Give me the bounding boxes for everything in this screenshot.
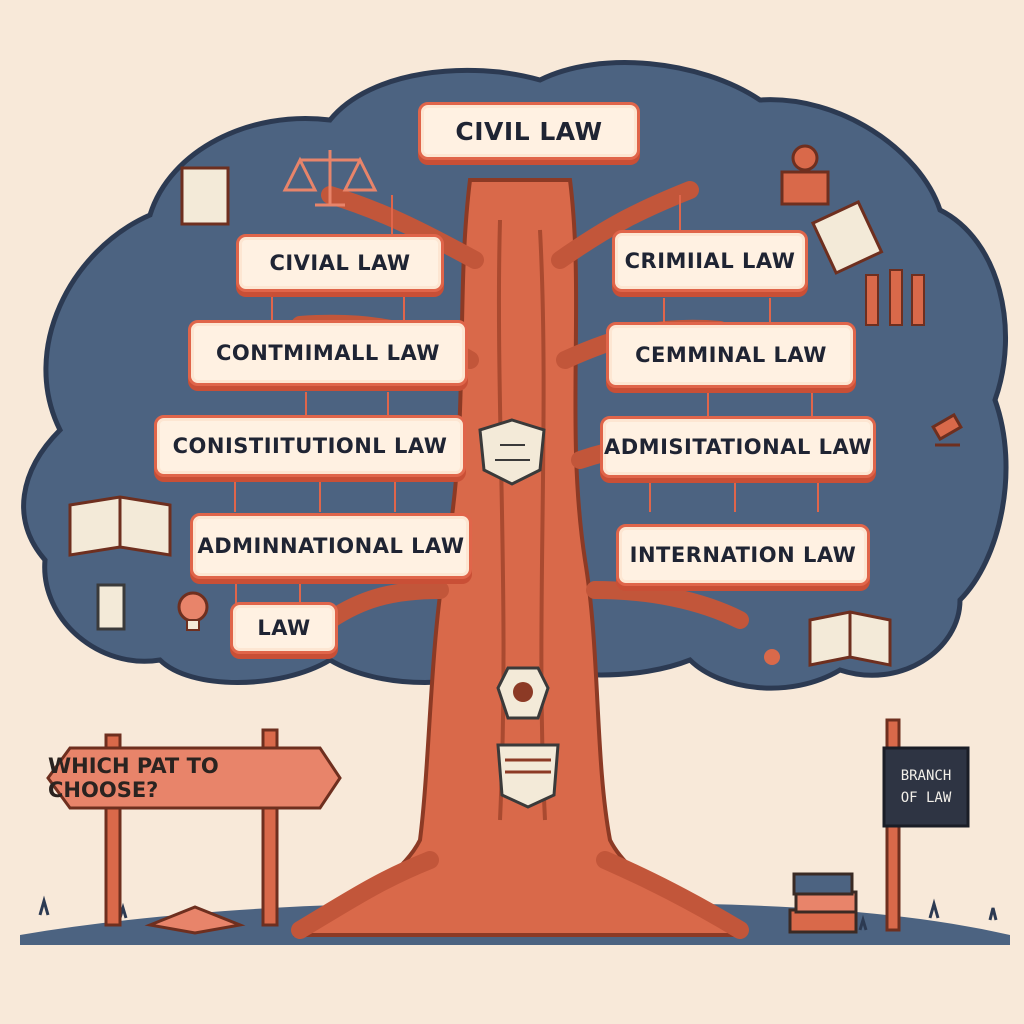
signpost-right-line1: BRANCH — [900, 768, 952, 784]
pillar-icon — [96, 583, 126, 631]
book-icon — [68, 495, 172, 557]
branch-label-right-2: CEMMINAL LAW — [606, 322, 856, 388]
left-signpost — [46, 728, 342, 927]
open-book-icon — [144, 905, 246, 935]
gavel-icon — [931, 412, 963, 447]
branch-label-right-3: ADMISITATIONAL LAW — [600, 416, 876, 478]
branch-label-left-2: CONTMIMALL LAW — [188, 320, 468, 386]
top-branch-label: CIVIL LAW — [418, 102, 640, 160]
framed-document-icon — [180, 166, 230, 226]
scroll-icon — [810, 199, 884, 275]
signpost-right-text: BRANCH OF LAW — [884, 748, 968, 826]
lightbulb-icon — [177, 591, 209, 631]
books-stack-icon — [788, 872, 858, 934]
branch-label-left-3: CONISTIITUTIONL LAW — [154, 415, 466, 477]
branch-label-right-1: CRIMIIAL LAW — [612, 230, 808, 292]
emblem-icon — [496, 666, 550, 720]
connector-lines — [234, 195, 819, 606]
branch-label-left-4: ADMINNATIONAL LAW — [190, 513, 472, 579]
statue-icon — [780, 144, 830, 206]
right-signpost — [882, 718, 970, 932]
signpost-left-text: WHICH PAT TO CHOOSE? — [48, 754, 219, 802]
book-spines-icon — [865, 269, 925, 326]
branch-label-right-4: INTERNATION LAW — [616, 524, 870, 586]
badge-icon — [496, 743, 560, 809]
apple-icon — [764, 649, 780, 665]
shield-emblem-icon — [478, 418, 546, 486]
branch-label-left-5: LAW — [230, 602, 338, 654]
signpost-right-line2: OF LAW — [900, 790, 952, 806]
scales-icon — [282, 150, 378, 207]
book-icon — [808, 610, 892, 667]
branch-label-left-1: CIVIAL LAW — [236, 234, 444, 292]
